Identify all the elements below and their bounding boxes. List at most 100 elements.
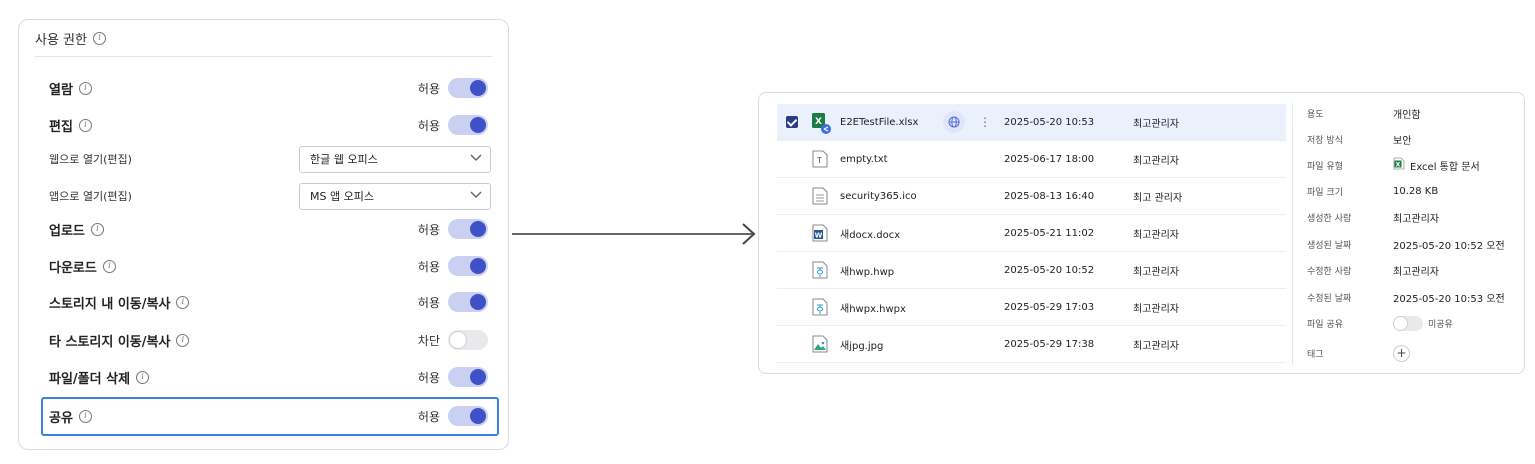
web-open-value: 한글 웹 오피스 [310,153,378,166]
file-date: 2025-06-17 18:00 [1004,153,1095,165]
file-owner: 최고 관리자 [1133,192,1183,204]
image-icon [812,335,828,353]
chevron-down-icon [470,154,482,164]
info-icon[interactable]: i [136,370,150,384]
file-name[interactable]: 새docx.docx [840,229,901,241]
info-icon[interactable]: i [176,333,190,347]
detail-share-value: 미공유 [1393,315,1453,331]
detail-key: 생성한 사람 [1307,213,1352,224]
word-icon: W [812,224,828,242]
add-tag-button[interactable]: + [1393,344,1410,362]
file-name[interactable]: E2ETestFile.xlsx [840,116,919,128]
perm-label: 스토리지 내 이동/복사 [49,296,171,312]
svg-text:T: T [816,156,822,165]
perm-status: 허용 [417,81,440,96]
info-icon[interactable]: i [176,295,190,309]
svg-text:X: X [1396,161,1401,168]
perm-label: 업로드 [49,223,85,239]
checkbox[interactable] [786,116,798,128]
file-row[interactable]: X E2ETestFile.xlsx ⋮ 2025-05-20 10:53 최고… [777,104,1286,141]
perm-toggle-external-move[interactable] [448,330,488,350]
perm-status: 허용 [417,409,440,424]
perm-row-download: 다운로드 i 허용 [49,251,488,281]
file-row[interactable]: security365.ico 2025-08-13 16:40 최고 관리자 [777,178,1286,215]
more-icon[interactable]: ⋮ [979,115,991,129]
perm-status: 허용 [417,259,440,274]
perm-toggle-share[interactable] [448,406,488,426]
perm-row-edit: 편집 i 허용 [49,110,488,140]
detail-share: 파일 공유 미공유 [1307,315,1453,331]
perm-row-upload: 업로드 i 허용 [49,214,488,244]
perm-row-share: 공유 i 허용 [49,401,488,431]
perm-toggle-edit[interactable] [448,115,488,135]
detail-value: 2025-05-20 10:52 오전 [1393,240,1505,252]
web-open-label: 웹으로 열기(편집) [49,153,132,166]
share-toggle[interactable] [1393,315,1423,331]
detail-tag: 태그 + [1307,344,1410,362]
detail-key: 파일 공유 [1307,319,1343,330]
file-date: 2025-05-29 17:38 [1004,338,1095,350]
web-open-select[interactable]: 한글 웹 오피스 [299,145,491,173]
file-date: 2025-05-21 11:02 [1004,227,1095,239]
file-name[interactable]: empty.txt [840,153,888,165]
perm-label: 타 스토리지 이동/복사 [49,334,171,350]
document-icon [812,187,828,205]
perm-status: 허용 [417,222,440,237]
app-open-value: MS 앱 오피스 [310,190,374,203]
perm-toggle-view[interactable] [448,78,488,98]
info-icon[interactable]: i [90,222,104,236]
arrow-right-icon [512,223,756,245]
detail-modified: 수정된 날짜 2025-05-20 10:53 오전 [1307,289,1505,305]
divider [1292,103,1293,365]
divider [35,56,492,57]
detail-key: 용도 [1307,109,1324,120]
permissions-title: 사용 권한 [35,32,87,48]
perm-toggle-download[interactable] [448,256,488,276]
info-icon[interactable]: i [78,118,92,132]
detail-tag-value: + [1393,344,1410,362]
excel-icon: X [1393,157,1405,173]
perm-toggle-delete[interactable] [448,367,488,387]
perm-toggle-internal-move[interactable] [448,292,488,312]
info-icon[interactable]: i [92,31,106,45]
detail-type: 파일 유형 X Excel 통합 문서 [1307,157,1480,173]
globe-icon[interactable] [943,111,965,133]
text-file-icon: T [812,150,828,168]
detail-type-value: X Excel 통합 문서 [1393,157,1480,173]
highlight-box [41,397,499,436]
detail-modifier: 수정한 사람 최고관리자 [1307,262,1439,278]
file-row[interactable]: 새hwp.hwp 2025-05-20 10:52 최고관리자 [777,252,1286,289]
app-open-select[interactable]: MS 앱 오피스 [299,182,491,210]
file-owner: 최고관리자 [1133,155,1179,167]
info-icon[interactable]: i [78,81,92,95]
file-row[interactable]: W 새docx.docx 2025-05-21 11:02 최고관리자 [777,215,1286,252]
perm-row-external-move: 타 스토리지 이동/복사 i 차단 [49,325,488,355]
share-status: 미공유 [1428,319,1453,330]
perm-label: 열람 [49,82,73,98]
file-owner: 최고관리자 [1133,266,1179,278]
file-row[interactable]: 새jpg.jpg 2025-05-29 17:38 최고관리자 [777,326,1286,363]
file-name[interactable]: 새hwp.hwp [840,266,895,278]
svg-text:W: W [815,232,823,240]
file-row[interactable]: T empty.txt 2025-06-17 18:00 최고관리자 [777,141,1286,178]
file-name[interactable]: 새hwpx.hwpx [840,303,906,315]
file-name[interactable]: security365.ico [840,190,917,202]
perm-row-internal-move: 스토리지 내 이동/복사 i 허용 [49,287,488,317]
detail-usage: 용도 개인함 [1307,105,1421,121]
detail-key: 수정한 사람 [1307,266,1352,277]
perm-toggle-upload[interactable] [448,219,488,239]
perm-label: 다운로드 [49,260,97,276]
file-row[interactable]: 새hwpx.hwpx 2025-05-29 17:03 최고관리자 [777,289,1286,326]
app-open-row: 앱으로 열기(편집) MS 앱 오피스 [49,181,491,211]
perm-label: 편집 [49,119,73,135]
detail-value: 10.28 KB [1393,185,1439,197]
file-date: 2025-05-20 10:52 [1004,264,1095,276]
file-owner: 최고관리자 [1133,340,1179,352]
info-icon[interactable]: i [78,409,92,423]
perm-status: 허용 [417,295,440,310]
file-name[interactable]: 새jpg.jpg [840,340,884,352]
detail-value: 2025-05-20 10:53 오전 [1393,293,1505,305]
info-icon[interactable]: i [102,259,116,273]
file-date: 2025-05-29 17:03 [1004,301,1095,313]
perm-status: 허용 [417,370,440,385]
